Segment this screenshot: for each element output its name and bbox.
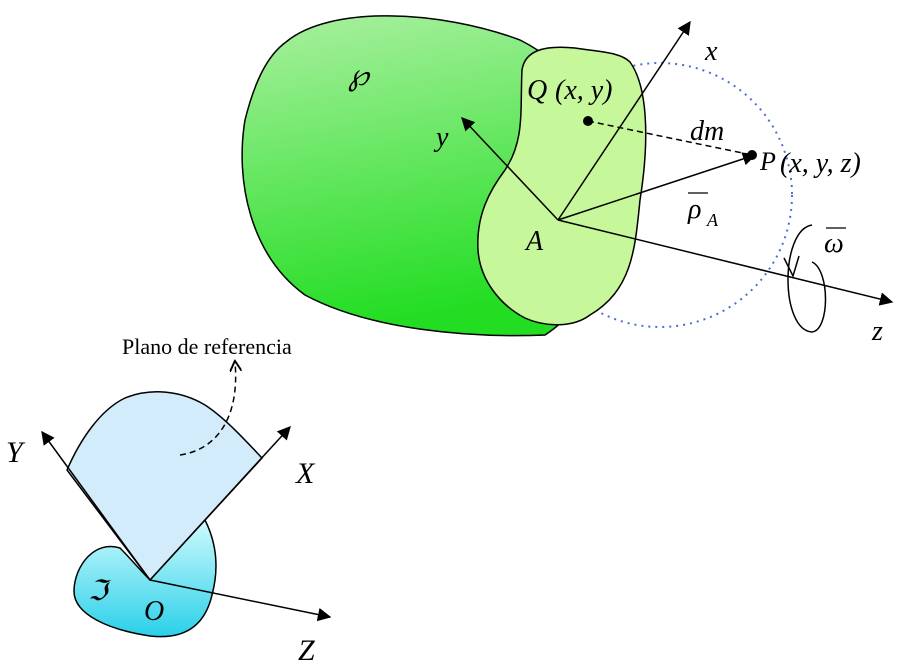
point-p-dot (747, 150, 757, 160)
point-q-label: Q (527, 75, 547, 106)
point-q-coords-label: (x, y) (555, 75, 613, 106)
rho-label: ρ (687, 194, 701, 225)
axis-z-line (557, 219, 894, 306)
point-p-label: P (759, 147, 776, 176)
fixed-axis-x-label: X (295, 457, 316, 490)
fixed-origin-label: O (144, 596, 164, 627)
reference-plane-leader (179, 362, 236, 456)
axis-y-label: y (433, 122, 449, 153)
fixed-axis-x-line (149, 426, 291, 581)
reference-plane-label: Plano de referencia (122, 334, 292, 359)
dm-label: dm (690, 116, 724, 147)
origin-a-label: A (524, 226, 544, 257)
omega-label: ω (824, 228, 844, 259)
omega-rotation-arrow (787, 224, 827, 333)
omega-arrowhead (783, 255, 800, 279)
body-symbol-label: ℘ (348, 59, 371, 92)
axis-y-line (461, 117, 559, 221)
fixed-axis-z-line (149, 579, 332, 622)
axis-x-line (557, 20, 691, 221)
rho-vector (557, 152, 757, 221)
dm-dashed-line (587, 120, 753, 156)
section-slab (477, 46, 647, 326)
axis-x-label: x (704, 36, 718, 67)
point-p-coords-label: (x, y, z) (780, 148, 861, 179)
axis-z-label: z (871, 316, 883, 347)
rho-subscript-label: A (706, 210, 719, 230)
point-q-dot (583, 116, 593, 126)
fixed-axis-y-label: Y (6, 436, 26, 469)
fixed-axis-y-line (41, 430, 151, 581)
fixed-axis-z-label: Z (298, 634, 315, 667)
